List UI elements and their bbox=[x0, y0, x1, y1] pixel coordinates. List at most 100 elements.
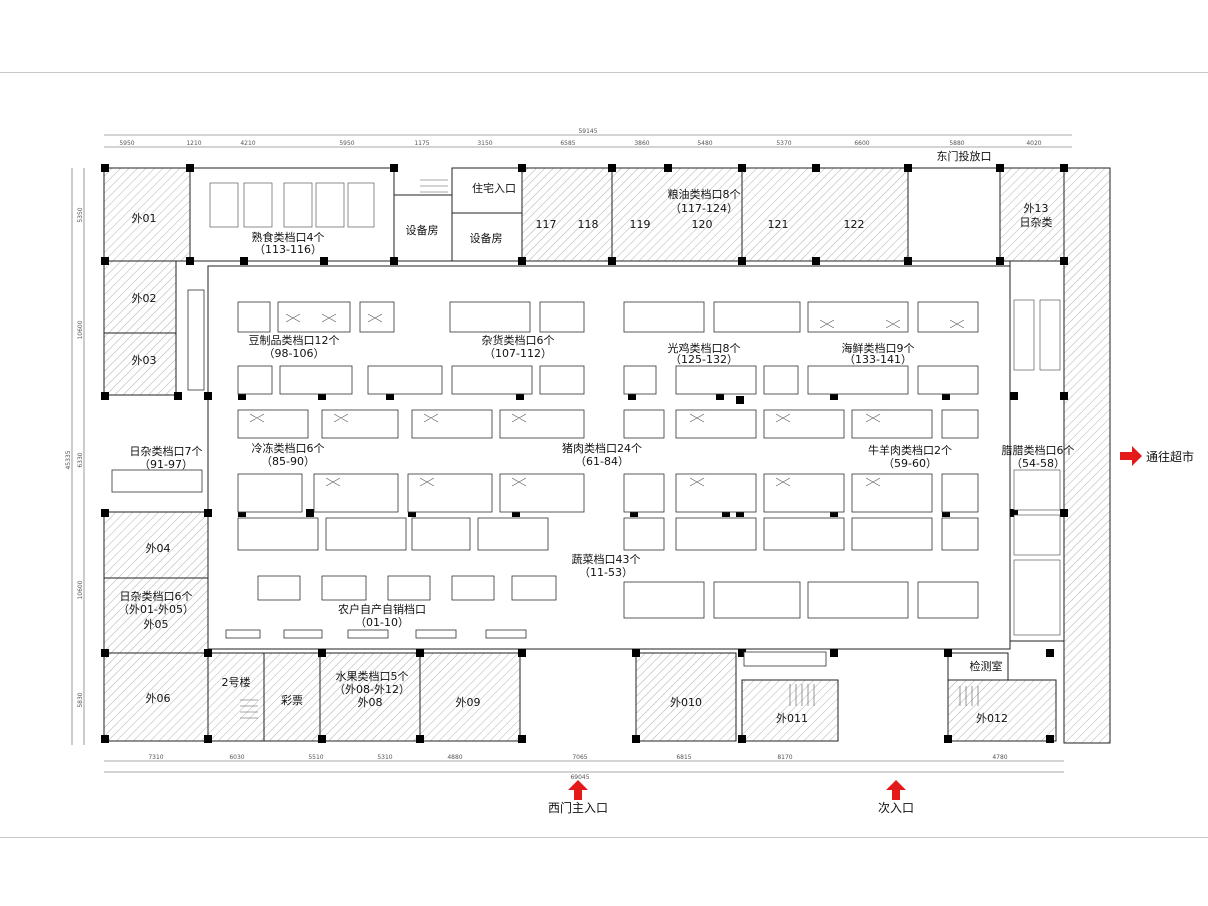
label-wai03: 外03 bbox=[132, 354, 157, 367]
dim-top-seg: 1210 bbox=[186, 140, 201, 147]
room-jianceshi bbox=[947, 652, 1009, 681]
arrow-up-icon bbox=[568, 780, 588, 800]
zone-rizaB-range: （外01-外05） bbox=[118, 603, 194, 616]
zone-rizaA-name: 日杂类档口7个 bbox=[130, 444, 203, 458]
label-wai04: 外04 bbox=[146, 542, 171, 555]
dim-left-total: 45335 bbox=[65, 450, 72, 469]
arrow-right-icon bbox=[1120, 446, 1142, 466]
zone-shushi-range: （113-116） bbox=[254, 243, 322, 256]
zone-guangji-name: 光鸡类档口8个 bbox=[668, 341, 741, 355]
stairs bbox=[240, 179, 979, 719]
zone-zhurou-name: 猪肉类档口24个 bbox=[562, 441, 642, 455]
room-wai04 bbox=[103, 511, 209, 579]
main-hall bbox=[207, 265, 1011, 650]
label-caipiao: 彩票 bbox=[281, 694, 303, 707]
zone-labels: 熟食类档口4个 （113-116） 粮油类档口8个 （117-124） 豆制品类… bbox=[118, 187, 1074, 696]
dim-top-seg: 4020 bbox=[1026, 140, 1041, 147]
room-wai13 bbox=[999, 167, 1065, 262]
zone-niuyang-range: （59-60） bbox=[883, 457, 937, 470]
label-wai01: 外01 bbox=[132, 212, 157, 225]
zone-shucai-name: 蔬菜档口43个 bbox=[572, 552, 641, 566]
zone-douzhipin-name: 豆制品类档口12个 bbox=[249, 333, 340, 347]
label-wai06: 外06 bbox=[146, 692, 171, 705]
zone-haixian-name: 海鲜类档口9个 bbox=[842, 341, 915, 355]
zone-rizaB-name: 日杂类档口6个 bbox=[120, 589, 193, 603]
dim-bottom-seg: 4880 bbox=[447, 754, 462, 761]
room-wai012 bbox=[947, 679, 1057, 742]
dim-top-seg: 5370 bbox=[776, 140, 791, 147]
label-shebeifang-2: 设备房 bbox=[470, 231, 503, 245]
zone-haixian-range: （133-141） bbox=[844, 353, 912, 366]
label-zhuzhai-entrance: 住宅入口 bbox=[472, 181, 516, 195]
label-121: 121 bbox=[768, 218, 789, 231]
dim-top-seg: 1175 bbox=[414, 140, 429, 147]
entrance-west-main: 西门主入口 bbox=[548, 800, 608, 815]
zone-rizaA-range: （91-97） bbox=[139, 458, 193, 471]
label-jianceshi: 检测室 bbox=[970, 659, 1003, 673]
label-118: 118 bbox=[578, 218, 599, 231]
dim-top-seg: 4210 bbox=[240, 140, 255, 147]
dim-bottom-seg: 6030 bbox=[229, 754, 244, 761]
label-122: 122 bbox=[844, 218, 865, 231]
zone-shuiguo-name: 水果类档口5个 bbox=[336, 669, 409, 683]
dim-top-seg: 6585 bbox=[560, 140, 575, 147]
zone-nonghu-name: 农户自产自销档口 bbox=[338, 602, 426, 616]
zone-lengdong-name: 冷冻类档口6个 bbox=[252, 441, 325, 455]
label-wai09: 外09 bbox=[456, 696, 481, 709]
dim-bottom-seg: 4780 bbox=[992, 754, 1007, 761]
label-wai011: 外011 bbox=[776, 712, 808, 725]
zone-niuyang-name: 牛羊肉类档口2个 bbox=[868, 443, 952, 457]
dim-left-seg: 5830 bbox=[77, 692, 84, 707]
dim-top-seg: 6600 bbox=[854, 140, 869, 147]
dim-top-seg: 5880 bbox=[949, 140, 964, 147]
room-stair2 bbox=[207, 652, 265, 742]
zone-lengdong-range: （85-90） bbox=[261, 455, 315, 468]
label-117: 117 bbox=[536, 218, 557, 231]
label-120: 120 bbox=[692, 218, 713, 231]
dim-bottom-seg: 6815 bbox=[676, 754, 691, 761]
label-wai08: 外08 bbox=[358, 696, 383, 709]
room-wai02 bbox=[103, 260, 177, 334]
dim-bottom-seg: 7310 bbox=[148, 754, 163, 761]
room-117-118 bbox=[521, 167, 613, 262]
dim-left-seg: 6330 bbox=[77, 452, 84, 467]
zone-guangji-range: （125-132） bbox=[670, 353, 738, 366]
zone-ganhuo-range: （107-112） bbox=[484, 347, 552, 360]
room-wai06 bbox=[103, 652, 209, 742]
label-119: 119 bbox=[630, 218, 651, 231]
dim-top-seg: 5950 bbox=[119, 140, 134, 147]
dimension-bottom: 7310 6030 5510 5310 4880 7065 6815 8170 … bbox=[104, 754, 1064, 781]
outer-hatch-east bbox=[1063, 167, 1111, 744]
label-wai010: 外010 bbox=[670, 696, 702, 709]
zone-liangyou-name: 粮油类档口8个 bbox=[668, 187, 741, 201]
dim-top-seg: 3860 bbox=[634, 140, 649, 147]
dim-top-total: 59145 bbox=[578, 128, 597, 135]
zone-douzhipin-range: （98-106） bbox=[264, 347, 325, 360]
label-dongmen: 东门投放口 bbox=[937, 149, 992, 163]
entrance-secondary: 次入口 bbox=[878, 801, 914, 815]
room-shebeifang-2 bbox=[451, 212, 523, 262]
room-labels: 外01 外02 外03 外04 外05 外06 2号楼 彩票 外08 外09 外… bbox=[132, 149, 1053, 725]
room-wai01 bbox=[103, 167, 191, 262]
zone-lawei-name: 腊腊类档口6个 bbox=[1002, 443, 1075, 457]
pillars bbox=[101, 164, 1068, 743]
arrow-up-icon bbox=[886, 780, 906, 800]
room-shebeifang-1 bbox=[393, 194, 453, 262]
zone-zhurou-range: （61-84） bbox=[575, 455, 629, 468]
zone-liangyou-range: （117-124） bbox=[670, 202, 738, 215]
stall-marks bbox=[249, 313, 965, 487]
stall-blocks bbox=[111, 182, 1061, 667]
room-121-122 bbox=[741, 167, 909, 262]
zone-lawei-range: （54-58） bbox=[1011, 457, 1065, 470]
dim-left-seg: 5350 bbox=[77, 207, 84, 222]
room-119-120 bbox=[611, 167, 743, 262]
dim-top-seg: 5480 bbox=[697, 140, 712, 147]
dimension-left: 45335 5350 10600 6330 10600 5830 bbox=[65, 168, 85, 745]
label-wai02: 外02 bbox=[132, 292, 157, 305]
dim-left-seg: 10600 bbox=[77, 320, 84, 339]
drawing-frame bbox=[0, 72, 1208, 838]
dim-top-seg: 5950 bbox=[339, 140, 354, 147]
label-wai13: 外13 bbox=[1024, 202, 1049, 215]
dim-bottom-seg: 5510 bbox=[308, 754, 323, 761]
dim-left-seg: 10600 bbox=[77, 580, 84, 599]
